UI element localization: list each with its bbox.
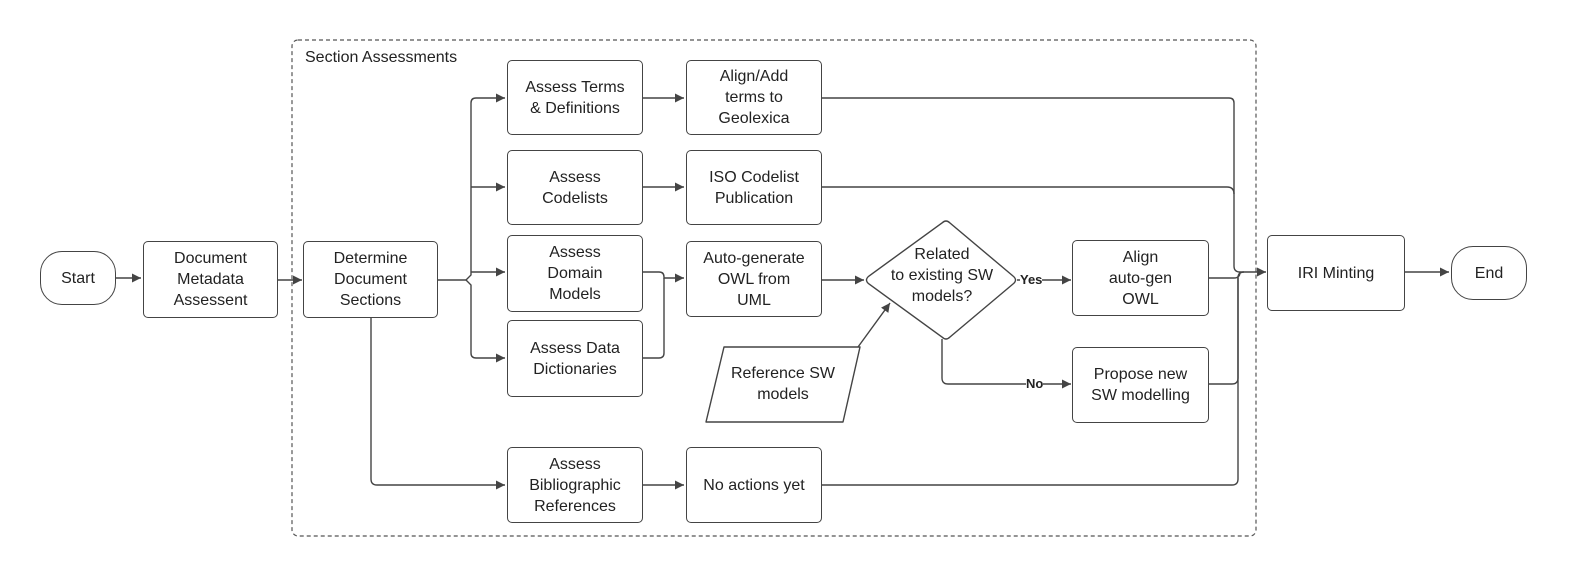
edge-reference-decision [857,302,891,348]
section-label: Section Assessments [305,49,458,66]
edge-noactions-iri [822,278,1239,486]
decision-diamond [865,220,1017,340]
edge-decision-no [941,339,1071,389]
edge-domain-owl [643,271,684,283]
reference-sw-shape [705,346,861,423]
iri-minting-node: IRI Minting [1267,235,1405,311]
determine-sections-node: Determine Document Sections [303,241,438,318]
edge-dictionaries-owl [643,278,665,359]
assess-domain-models-node: Assess Domain Models [507,235,643,312]
align-autogen-owl-node: Align auto-gen OWL [1072,240,1209,316]
autogen-owl-node: Auto-generate OWL from UML [686,241,822,317]
reference-sw-label: Reference SW models [730,365,836,403]
edge-align-terms-iri [822,97,1266,277]
end-node: End [1451,246,1527,300]
yes-label: Yes [1020,272,1043,287]
document-metadata-node: Document Metadata Assessent [143,241,278,318]
iso-codelist-node: ISO Codelist Publication [686,150,822,225]
assess-data-dictionaries-node: Assess Data Dictionaries [507,320,643,397]
section-frame [291,39,1257,537]
no-label: No [1026,376,1044,391]
edge-determine-terms [465,93,505,281]
propose-new-sw-node: Propose new SW modelling [1072,347,1209,423]
edge-iso-iri [822,186,1235,195]
edge-determine-dictionaries [465,279,505,363]
edge-propose-iri [1209,271,1245,385]
assess-bibliographic-node: Assess Bibliographic References [507,447,643,523]
edge-alignowl-iri [1209,271,1241,279]
decision-label: Related to existing SW models? [890,245,994,305]
edge-determine-bibliographic [370,318,505,490]
start-node: Start [40,251,116,305]
assess-terms-node: Assess Terms & Definitions [507,60,643,135]
no-actions-node: No actions yet [686,447,822,523]
align-terms-node: Align/Add terms to Geolexica [686,60,822,135]
assess-codelists-node: Assess Codelists [507,150,643,225]
